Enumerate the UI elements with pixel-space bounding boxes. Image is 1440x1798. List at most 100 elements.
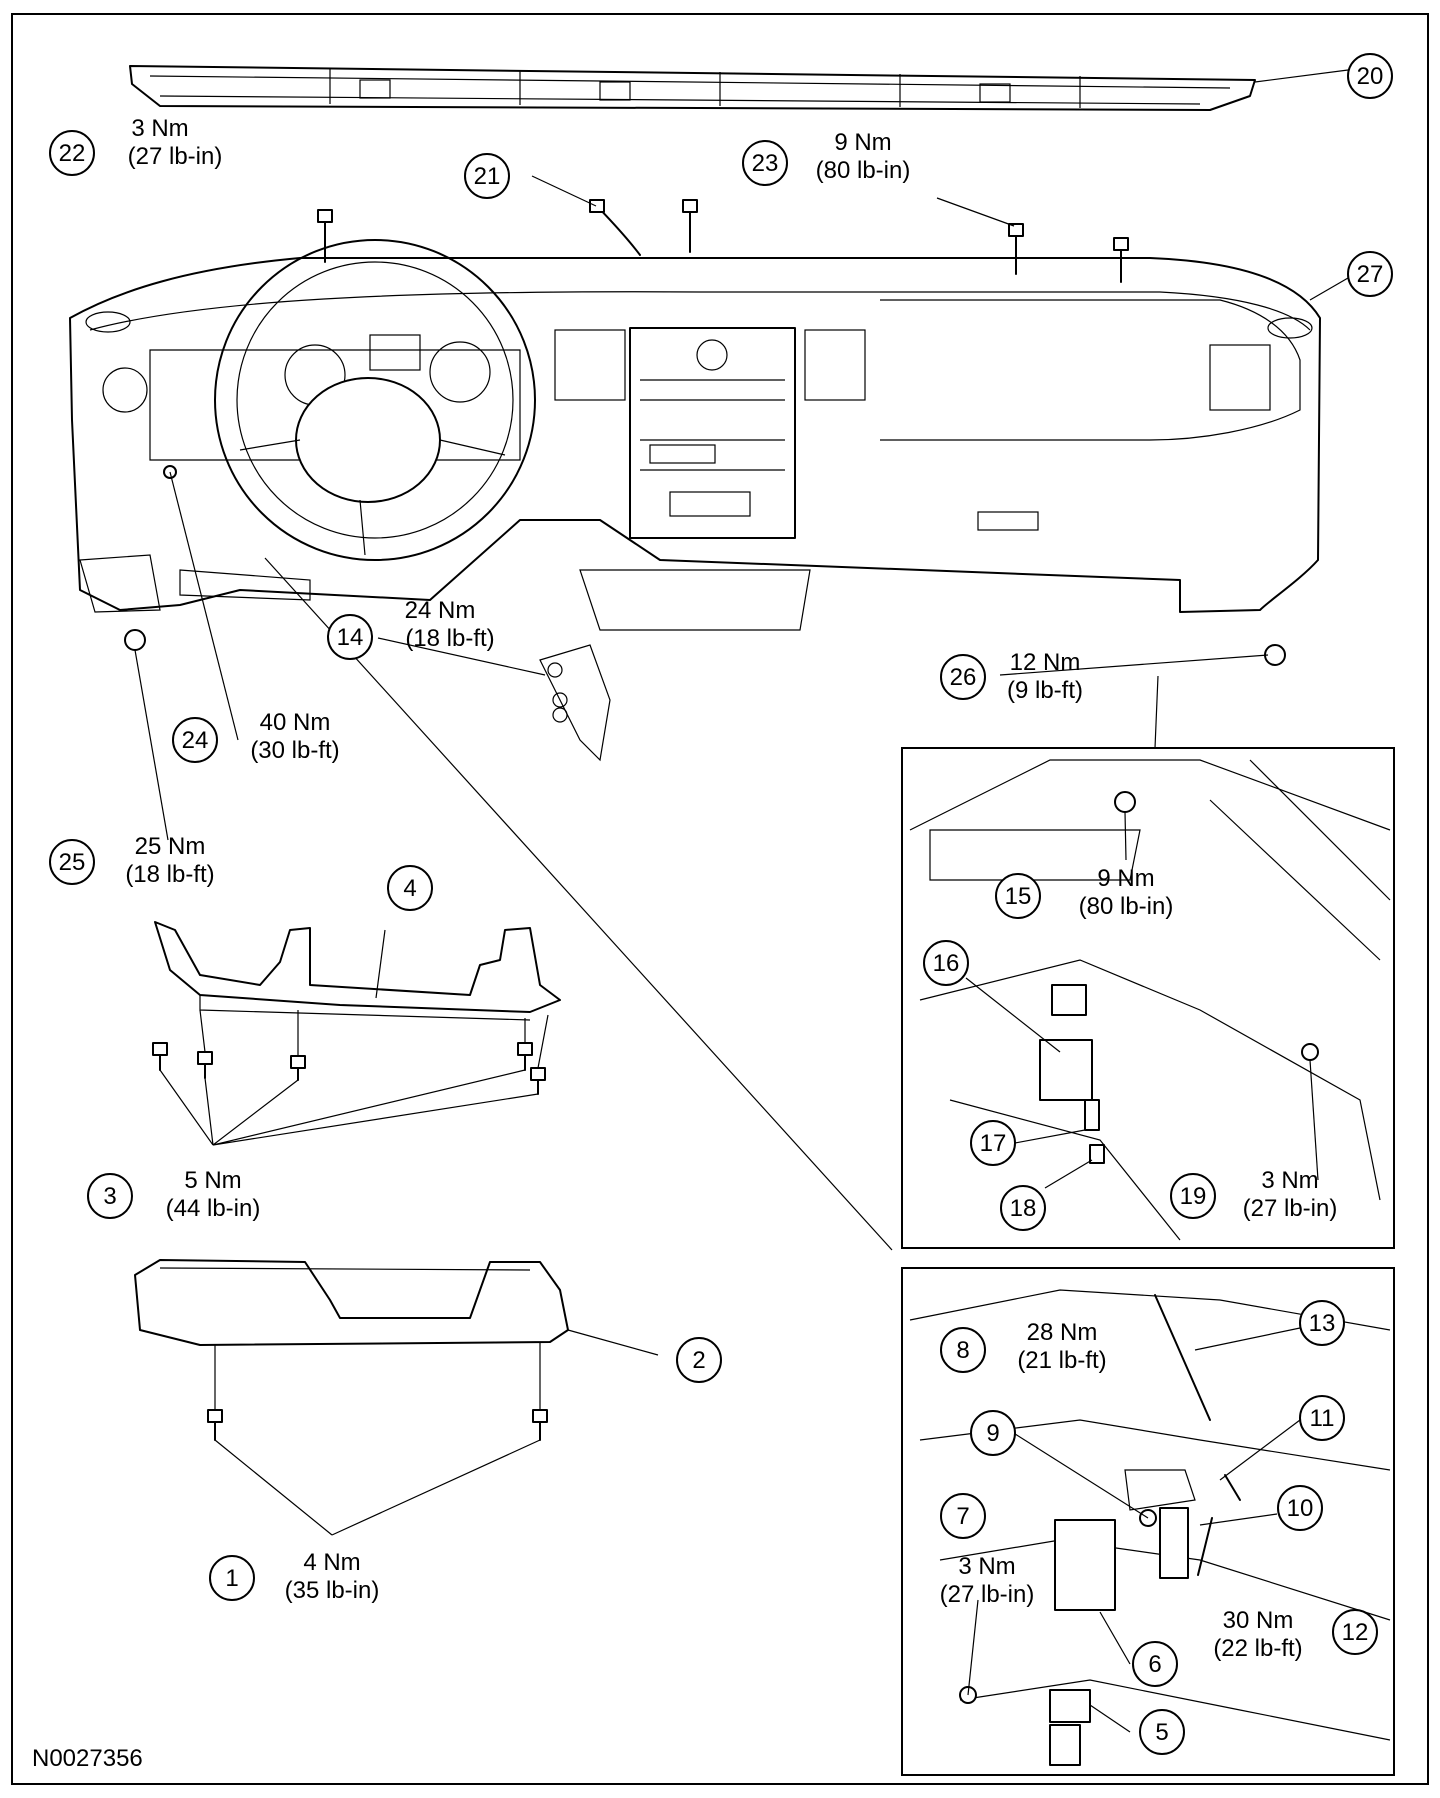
callout-11-text: 11 — [1310, 1405, 1335, 1432]
torque-23-imp: (80 lb-in) — [816, 157, 911, 184]
torque-label-3: 5 Nm (44 lb-in) — [166, 1167, 261, 1222]
callout-6: 6 — [1132, 1641, 1178, 1687]
callout-19-text: 19 — [1180, 1183, 1207, 1210]
trim-panel-part-2 — [134, 1259, 569, 1441]
torque-label-26: 12 Nm (9 lb-ft) — [1007, 649, 1083, 704]
detail-view-upper — [901, 747, 1395, 1249]
torque-19-imp: (27 lb-in) — [1243, 1195, 1338, 1222]
torque-1-nm: 4 Nm — [303, 1549, 360, 1576]
callout-3-text: 3 — [103, 1183, 116, 1210]
callout-22: 22 — [49, 130, 95, 176]
torque-label-1: 4 Nm (35 lb-in) — [285, 1549, 380, 1604]
diagram-frame — [11, 13, 1429, 1785]
torque-label-7: 3 Nm (27 lb-in) — [940, 1553, 1035, 1608]
torque-label-24: 40 Nm (30 lb-ft) — [250, 709, 339, 764]
callout-17-text: 17 — [980, 1130, 1007, 1157]
torque-label-8: 28 Nm (21 lb-ft) — [1017, 1319, 1106, 1374]
torque-22-imp: (27 lb-in) — [128, 143, 223, 170]
callout-12: 12 — [1332, 1609, 1378, 1655]
upper-panel-part-20 — [129, 65, 1256, 111]
torque-24-imp: (30 lb-ft) — [250, 737, 339, 764]
callout-10-text: 10 — [1287, 1495, 1314, 1522]
torque-7-imp: (27 lb-in) — [940, 1581, 1035, 1608]
callout-7-text: 7 — [956, 1503, 969, 1530]
callout-22-text: 22 — [59, 140, 86, 167]
torque-14-nm: 24 Nm — [405, 597, 476, 624]
callout-20: 20 — [1347, 53, 1393, 99]
torque-12-nm: 30 Nm — [1223, 1607, 1294, 1634]
torque-15-imp: (80 lb-in) — [1079, 893, 1174, 920]
callout-2-text: 2 — [692, 1347, 705, 1374]
callout-8-text: 8 — [956, 1337, 969, 1364]
callout-13-text: 13 — [1309, 1310, 1336, 1337]
callout-18: 18 — [1000, 1185, 1046, 1231]
callout-16: 16 — [923, 940, 969, 986]
callout-18-text: 18 — [1010, 1195, 1037, 1222]
torque-3-imp: (44 lb-in) — [166, 1195, 261, 1222]
screw — [290, 1055, 306, 1081]
callout-27: 27 — [1347, 251, 1393, 297]
callout-21-text: 21 — [474, 163, 501, 190]
callout-26-text: 26 — [950, 664, 977, 691]
callout-23-text: 23 — [752, 150, 779, 177]
torque-label-19: 3 Nm (27 lb-in) — [1243, 1167, 1338, 1222]
callout-15: 15 — [995, 873, 1041, 919]
torque-23-nm: 9 Nm — [834, 129, 891, 156]
callout-4-text: 4 — [403, 875, 416, 902]
torque-label-15: 9 Nm (80 lb-in) — [1079, 865, 1174, 920]
callout-2: 2 — [676, 1337, 722, 1383]
torque-25-nm: 25 Nm — [135, 833, 206, 860]
screw — [152, 1042, 168, 1071]
callout-20-text: 20 — [1357, 63, 1384, 90]
screw — [530, 1067, 546, 1095]
callout-17: 17 — [970, 1120, 1016, 1166]
callout-10: 10 — [1277, 1485, 1323, 1531]
callout-13: 13 — [1299, 1300, 1345, 1346]
callout-12-text: 12 — [1342, 1619, 1369, 1646]
torque-label-12: 30 Nm (22 lb-ft) — [1213, 1607, 1302, 1662]
torque-3-nm: 5 Nm — [184, 1167, 241, 1194]
torque-label-22: 3 Nm (27 lb-in) — [128, 115, 223, 170]
callout-19: 19 — [1170, 1173, 1216, 1219]
callout-25: 25 — [49, 839, 95, 885]
torque-label-25: 25 Nm (18 lb-ft) — [125, 833, 214, 888]
trim-panel-part-4 — [152, 921, 561, 1095]
torque-12-imp: (22 lb-ft) — [1213, 1635, 1302, 1662]
callout-11: 11 — [1299, 1395, 1345, 1441]
torque-1-imp: (35 lb-in) — [285, 1577, 380, 1604]
callout-14: 14 — [327, 614, 373, 660]
torque-25-imp: (18 lb-ft) — [125, 861, 214, 888]
callout-6-text: 6 — [1148, 1651, 1161, 1678]
callout-9-text: 9 — [986, 1420, 999, 1447]
callout-7: 7 — [940, 1493, 986, 1539]
callout-1: 1 — [209, 1555, 255, 1601]
callout-15-text: 15 — [1005, 883, 1032, 910]
torque-26-nm: 12 Nm — [1010, 649, 1081, 676]
callout-5-text: 5 — [1155, 1719, 1168, 1746]
figure-id: N0027356 — [32, 1745, 143, 1772]
callout-23: 23 — [742, 140, 788, 186]
instrument-panel-assembly — [69, 199, 1321, 762]
torque-22-nm: 3 Nm — [131, 115, 188, 142]
torque-8-imp: (21 lb-ft) — [1017, 1347, 1106, 1374]
callout-26: 26 — [940, 654, 986, 700]
torque-26-imp: (9 lb-ft) — [1007, 677, 1083, 704]
torque-7-nm: 3 Nm — [958, 1553, 1015, 1580]
callout-4: 4 — [387, 865, 433, 911]
callout-27-text: 27 — [1357, 261, 1384, 288]
screw — [532, 1409, 548, 1441]
callout-9: 9 — [970, 1410, 1016, 1456]
torque-24-nm: 40 Nm — [260, 709, 331, 736]
torque-label-14: 24 Nm (18 lb-ft) — [405, 597, 495, 652]
callout-3: 3 — [87, 1173, 133, 1219]
callout-16-text: 16 — [933, 950, 960, 977]
screw — [207, 1409, 223, 1441]
torque-19-nm: 3 Nm — [1261, 1167, 1318, 1194]
torque-15-nm: 9 Nm — [1097, 865, 1154, 892]
callout-8: 8 — [940, 1327, 986, 1373]
callout-5: 5 — [1139, 1709, 1185, 1755]
callout-24: 24 — [172, 717, 218, 763]
callout-24-text: 24 — [182, 727, 209, 754]
screw — [517, 1042, 533, 1071]
